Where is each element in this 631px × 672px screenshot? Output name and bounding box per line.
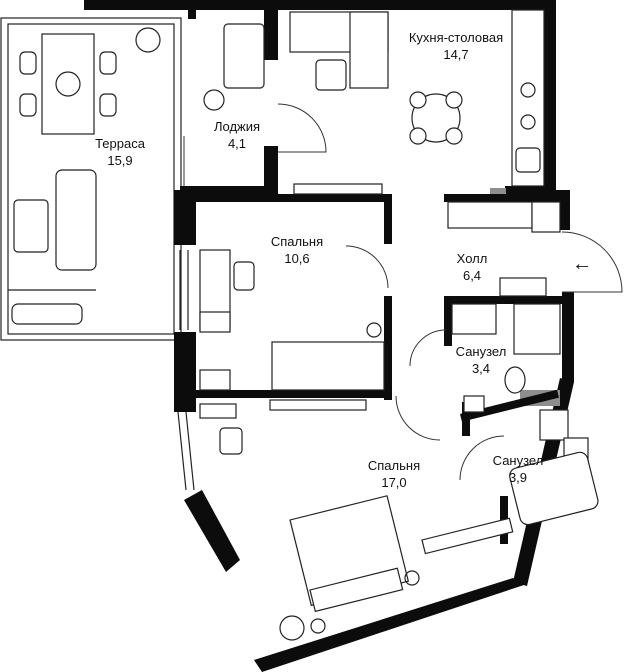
room-area: 15,9 bbox=[107, 153, 133, 168]
room-label-bathroom-1: Санузел 3,4 bbox=[456, 343, 507, 377]
room-name: Спальня bbox=[367, 458, 421, 473]
room-label-bedroom-2: Спальня 17,0 bbox=[368, 457, 420, 491]
room-label-terrace: Терраса 15,9 bbox=[95, 135, 145, 169]
bathroom-3-9-fixtures bbox=[509, 409, 599, 526]
room-area: 6,4 bbox=[462, 268, 482, 283]
arrow-left-icon: ← bbox=[572, 253, 592, 275]
room-name: Спальня bbox=[270, 234, 324, 249]
room-name: Кухня-столовая bbox=[408, 30, 504, 45]
room-label-loggia: Лоджия 4,1 bbox=[214, 118, 260, 152]
room-area: 3,4 bbox=[471, 361, 491, 376]
room-name: Терраса bbox=[95, 136, 145, 151]
bedroom-10-6-furniture bbox=[199, 183, 385, 391]
room-name: Лоджия bbox=[213, 119, 261, 134]
door-swings bbox=[183, 103, 623, 481]
terrace-area bbox=[0, 17, 182, 341]
bedroom-17-0-furniture bbox=[199, 399, 514, 641]
room-label-bedroom-1: Спальня 10,6 bbox=[271, 233, 323, 267]
room-name: Санузел bbox=[455, 344, 507, 359]
hall-furniture bbox=[447, 201, 561, 297]
room-name: Санузел bbox=[492, 453, 544, 468]
room-area: 17,0 bbox=[381, 475, 407, 490]
room-area: 10,6 bbox=[284, 251, 310, 266]
room-area: 4,1 bbox=[227, 136, 247, 151]
room-name: Холл bbox=[456, 251, 488, 266]
room-label-bathroom-2: Санузел 3,9 bbox=[493, 452, 544, 486]
room-area: 14,7 bbox=[443, 47, 469, 62]
room-area: 3,9 bbox=[508, 470, 528, 485]
terrace-furniture bbox=[8, 27, 161, 325]
loggia-furniture bbox=[203, 23, 265, 111]
window-frames bbox=[177, 250, 195, 491]
room-label-kitchen: Кухня-столовая 14,7 bbox=[409, 29, 503, 63]
kitchen-furniture bbox=[289, 9, 545, 187]
room-label-hall: Холл 6,4 bbox=[457, 250, 488, 284]
bathroom-3-4-fixtures bbox=[451, 303, 561, 413]
